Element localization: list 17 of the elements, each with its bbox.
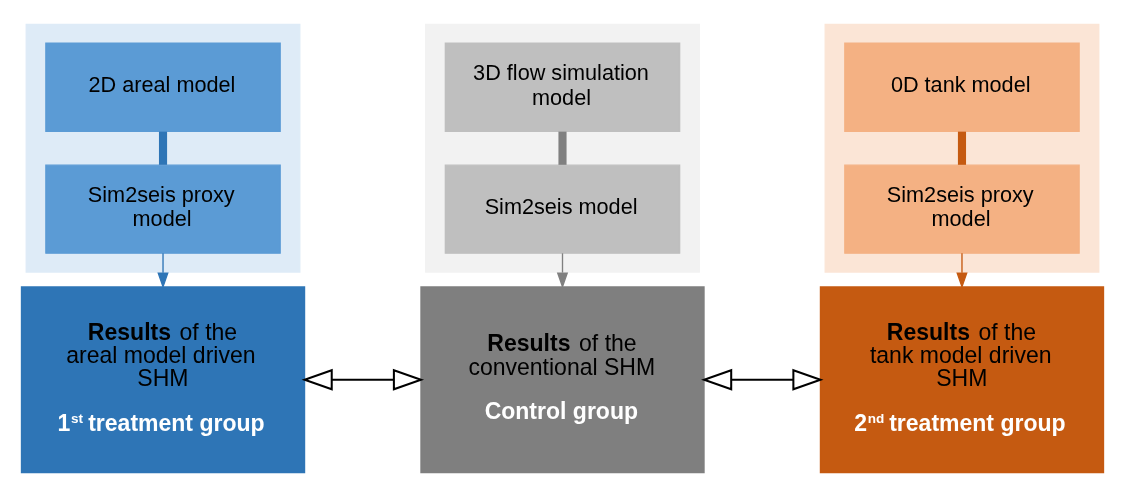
connector bbox=[957, 131, 967, 165]
node-box: Results of the tank model driven SHM 2$^{nd}$ treatment group bbox=[819, 286, 1105, 474]
arrow bbox=[701, 368, 824, 391]
connector bbox=[558, 131, 567, 165]
node-box: 0D tank model bbox=[844, 42, 1080, 132]
connector bbox=[158, 131, 168, 165]
node-box: Results of the conventional SHM Control group bbox=[420, 286, 705, 474]
node-box: 3D flow simulation model bbox=[444, 42, 681, 132]
arrow bbox=[556, 252, 569, 289]
node-box: Sim2seis model bbox=[444, 164, 681, 254]
arrow bbox=[301, 368, 425, 391]
arrow bbox=[157, 252, 169, 289]
arrow bbox=[956, 252, 968, 289]
node-box: Sim2seis proxy model bbox=[844, 164, 1080, 254]
node-box: 2D areal model bbox=[45, 42, 281, 132]
node-box: Results of the areal model driven SHM 1$^{st}$ treatment group bbox=[20, 286, 306, 474]
node-box: Sim2seis proxy model bbox=[45, 164, 281, 254]
